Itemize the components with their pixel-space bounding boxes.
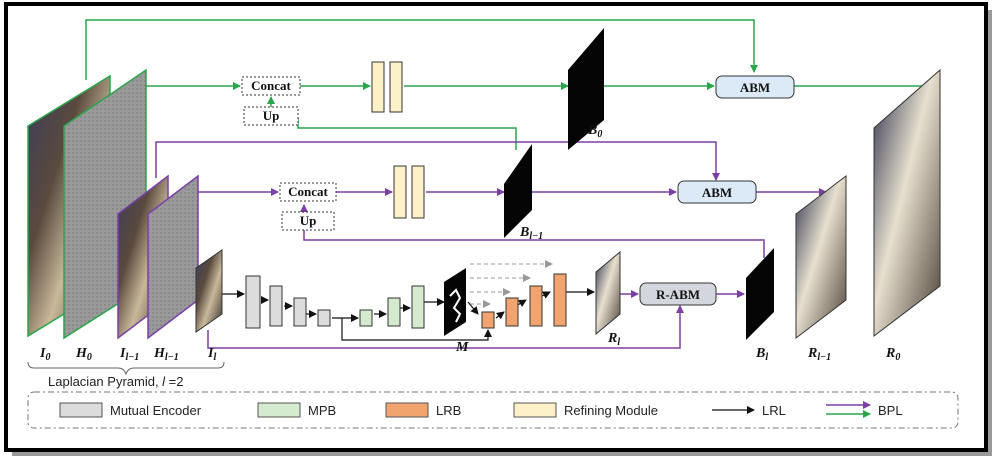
rabm-label: R-ABM [656, 287, 700, 302]
legend-label-lrb: LRB [436, 403, 461, 418]
legend-label-mpb: MPB [308, 403, 336, 418]
pyramid-brace [27, 361, 225, 376]
label-il1: Il−1 [119, 346, 139, 363]
m-mask-detail [449, 288, 462, 323]
label-bl: Bl [755, 346, 768, 363]
legend-swatch-mpb [257, 402, 301, 418]
il-to-rabm-skip [207, 305, 684, 349]
label-rl: Rl [607, 331, 620, 348]
abm-label-top: ABM [740, 80, 770, 95]
refine-mid-b [411, 165, 425, 219]
abm-box-mid [677, 180, 757, 204]
label-il: Il [207, 346, 216, 363]
label-r0: R0 [885, 346, 900, 363]
encoder-skip [341, 318, 492, 341]
legend-swatch-lrb [385, 402, 429, 418]
refine-top-a [371, 61, 385, 113]
rabm-box [639, 282, 717, 306]
lrb-block-3 [529, 285, 543, 327]
label-rl1: Rl−1 [807, 346, 831, 363]
label-bl1: Bl−1 [519, 225, 543, 242]
dec-arrow-1 [495, 311, 505, 320]
image-m [444, 268, 466, 336]
encoder-block-3 [293, 297, 307, 327]
image-b0 [568, 28, 604, 136]
image-il [195, 249, 223, 333]
label-i0: I0 [39, 346, 50, 363]
legend-swatch-mutual-encoder [59, 402, 103, 418]
lrb-block-1 [481, 311, 495, 329]
mpb-block-1 [359, 309, 373, 327]
concat-label-top: Concat [251, 78, 291, 93]
legend-label-lrl: LRL [762, 403, 786, 418]
mpb-block-3 [411, 285, 425, 329]
label-m: M [455, 340, 469, 355]
mpb-block-2 [387, 297, 401, 327]
legend-label-refining-module: Refining Module [564, 403, 658, 418]
refine-top-b [389, 61, 403, 113]
bl-to-up-mid [303, 228, 765, 258]
legend-label-bpl: BPL [878, 403, 903, 418]
label-h0: H0 [75, 346, 92, 363]
concat-label-mid: Concat [288, 184, 328, 199]
lrb-block-2 [505, 297, 519, 327]
encoder-block-2 [269, 285, 283, 327]
up-label-top: Up [263, 108, 280, 123]
legend-label-mutual-encoder: Mutual Encoder [110, 403, 202, 418]
legend-box [27, 391, 959, 429]
image-r0 [873, 68, 941, 338]
image-bl1 [504, 144, 532, 238]
abm-label-mid: ABM [702, 185, 732, 200]
encoder-block-4 [317, 309, 331, 327]
refine-mid-a [393, 165, 407, 219]
image-bl [746, 248, 774, 340]
label-b0: B0 [587, 123, 602, 140]
bpl-mid-line [155, 141, 720, 181]
abm-box-top [715, 75, 795, 99]
legend: Mutual Encoder MPB LRB Refining Module L… [59, 401, 903, 418]
encoder-block-1 [245, 275, 261, 329]
lrb-block-4 [553, 273, 567, 327]
image-rl1 [795, 174, 847, 340]
concat-box-top [241, 76, 301, 96]
label-hl1: Hl−1 [153, 346, 179, 363]
bpl-top-line [85, 19, 758, 80]
up-box-mid [281, 211, 335, 231]
up-label-mid: Up [300, 213, 317, 228]
m-to-lrb [467, 301, 479, 315]
concat-box-mid [279, 182, 337, 202]
legend-swatch-refining-module [513, 402, 557, 418]
pyramid-caption: Laplacian Pyramid, l =2 [48, 374, 184, 389]
up-box-top [243, 106, 299, 126]
dec-arrow-3 [541, 291, 551, 299]
image-rl [595, 250, 621, 336]
